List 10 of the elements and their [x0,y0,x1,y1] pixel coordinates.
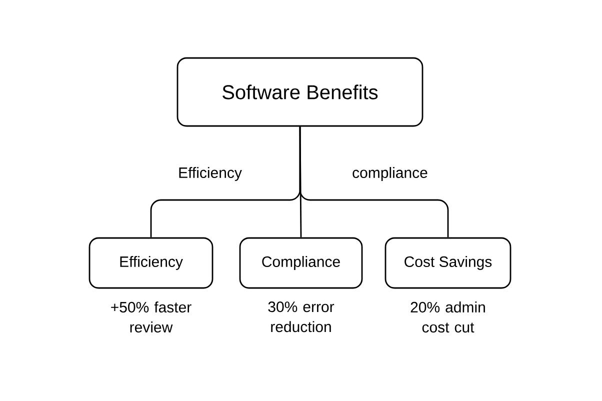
caption-text: 30% error reduction [268,302,334,332]
benefit-box: Cost Savings [384,237,512,289]
benefit-box: Compliance [239,237,363,289]
caption-text: +50% faster review [111,302,192,333]
edge-label: compliance [350,165,430,183]
edge-label: Efficiency [176,165,244,183]
connector [299,126,449,238]
caption-text: 20% admin cost cut [410,302,485,333]
benefit-box: Software Benefits [176,57,424,127]
benefit-box: Efficiency [88,237,214,289]
